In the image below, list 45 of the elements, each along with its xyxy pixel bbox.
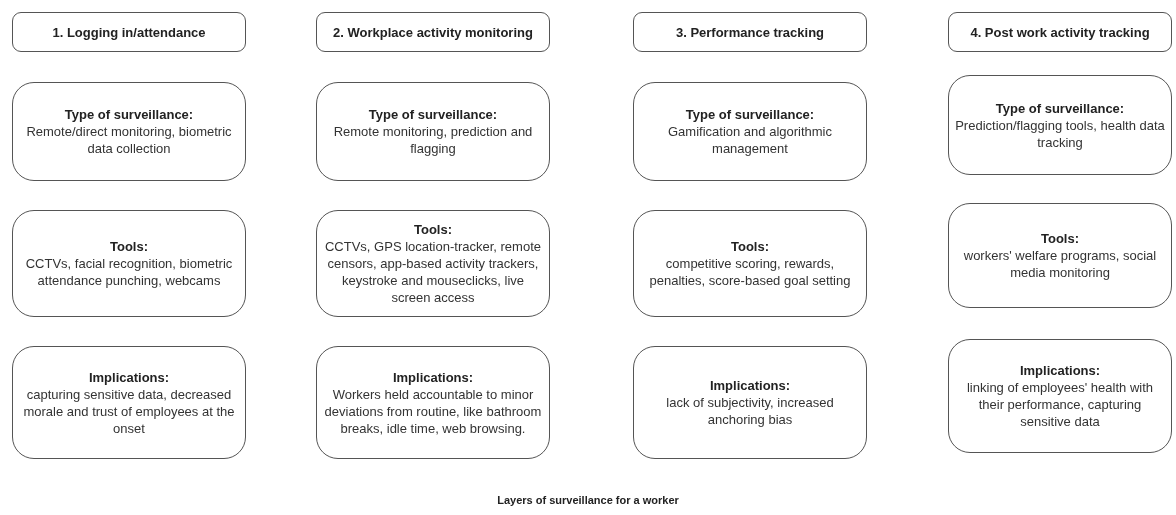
info-box — [633, 82, 867, 181]
box-text: CCTVs, GPS location-tracker, remote censors, app-based activity trackers, keystroke and mouseclicks, live screen access — [324, 238, 542, 306]
box-heading: Tools: — [1041, 230, 1079, 247]
info-box — [316, 346, 550, 459]
layer-header-box — [633, 12, 867, 52]
box-text: CCTVs, facial recognition, biometric attendance punching, webcams — [24, 255, 234, 289]
box-heading: Tools: — [731, 238, 769, 255]
info-box — [316, 82, 550, 181]
box-text: lack of subjectivity, increased anchoring bias — [665, 394, 835, 428]
box-heading: Type of surveillance: — [368, 106, 498, 123]
box-text: linking of employees' health with their performance, capturing sensitive data — [966, 379, 1154, 430]
layer-title: 4. Post work activity tracking — [970, 23, 1150, 41]
layer-header-box — [12, 12, 246, 52]
info-box — [633, 210, 867, 317]
box-text: capturing sensitive data, decreased morale and trust of employees at the onset — [22, 385, 236, 437]
box-heading: Type of surveillance: — [995, 99, 1125, 117]
info-box — [948, 339, 1172, 453]
box-text: Prediction/flagging tools, health data tracking — [955, 116, 1165, 151]
info-box — [633, 346, 867, 459]
info-box — [12, 346, 246, 459]
box-heading: Tools: — [414, 221, 452, 238]
box-heading: Type of surveillance: — [64, 106, 194, 123]
layer-title: 1. Logging in/attendance — [52, 23, 206, 41]
box-heading: Implications: — [88, 368, 170, 386]
box-text: Gamification and algorithmic management — [667, 123, 833, 157]
box-heading: Implications: — [709, 377, 791, 394]
info-box — [948, 203, 1172, 308]
box-heading: Implications: — [392, 368, 474, 386]
info-box — [12, 210, 246, 317]
box-text: Workers held accountable to minor deviations from routine, like bathroom breaks, idle time, web browsing. — [323, 385, 543, 437]
box-text: workers' welfare programs, social media monitoring — [962, 247, 1158, 281]
box-heading: Implications: — [1019, 362, 1101, 379]
info-box — [948, 75, 1172, 175]
layer-header-box — [316, 12, 550, 52]
layer-title: 2. Workplace activity monitoring — [333, 23, 533, 41]
box-heading: Type of surveillance: — [685, 106, 815, 123]
box-text: Remote/direct monitoring, biometric data collection — [25, 123, 233, 157]
box-text: competitive scoring, rewards, penalties, score-based goal setting — [648, 255, 852, 289]
info-box — [316, 210, 550, 317]
layer-title: 3. Performance tracking — [675, 23, 825, 41]
caption: Layers of surveillance for a worker — [497, 494, 679, 506]
box-text: Remote monitoring, prediction and flagging — [332, 123, 534, 157]
box-heading: Tools: — [110, 238, 148, 255]
info-box — [12, 82, 246, 181]
layer-header-box — [948, 12, 1172, 52]
